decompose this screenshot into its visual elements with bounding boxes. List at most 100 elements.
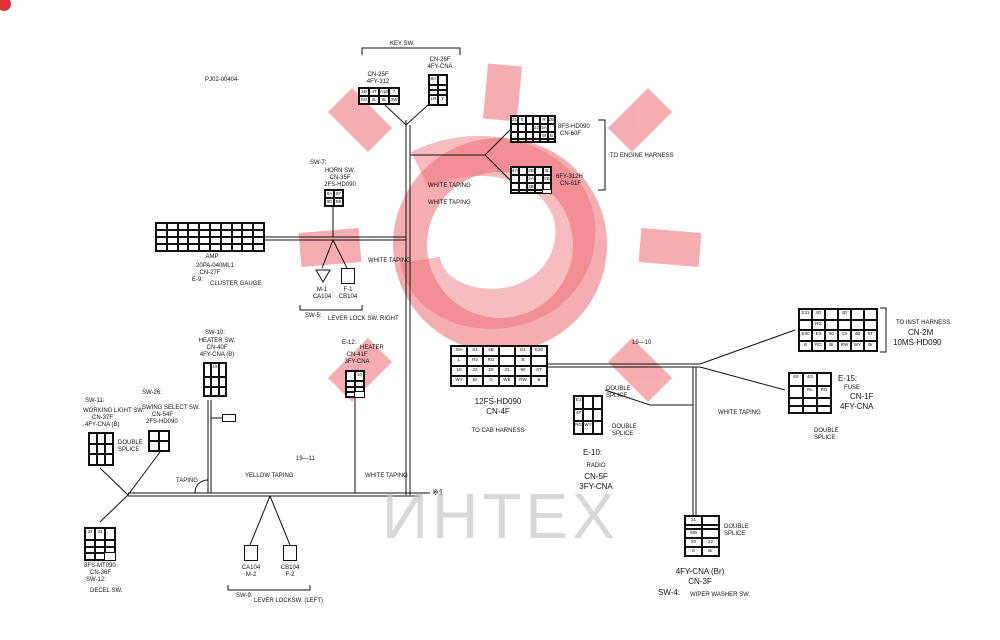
pin-cell	[499, 356, 515, 366]
label-sw9: SW-9:	[236, 593, 253, 599]
label-cn36f-type: 8FS-MT090	[84, 563, 116, 569]
pin-cell	[199, 237, 210, 244]
pin-cell	[851, 319, 864, 330]
pin-cell	[519, 174, 527, 183]
pin-cell: R2	[467, 356, 483, 366]
pin-cell	[535, 182, 543, 191]
pin-cell	[543, 182, 551, 191]
pin-cell	[346, 371, 355, 382]
pin-cell: RG	[483, 356, 499, 366]
label-cn41f-type: 3FY-CNA	[344, 359, 370, 365]
pin-cell	[511, 139, 519, 142]
label-to-cab: TO CAB HARNESS	[471, 428, 525, 434]
pin-cell	[533, 131, 541, 140]
label-cn4f-type: 12FS-HD090	[474, 397, 522, 406]
label-double-splice-3b: SPLICE	[612, 431, 634, 437]
label-e9: E-9:	[192, 277, 204, 283]
engine-fork	[484, 129, 511, 181]
pin-cell	[525, 131, 533, 140]
pin-cell	[592, 421, 602, 434]
pin-cell: 6T	[864, 330, 877, 341]
pin-cell	[535, 174, 543, 183]
connector-f2	[283, 545, 297, 561]
pin-cell: E1	[515, 346, 531, 356]
pin-cell: 3W	[389, 96, 399, 104]
pin-cell	[188, 237, 200, 244]
pin-cell: 3L	[369, 96, 379, 104]
pin-cell: Br	[702, 547, 719, 556]
pin-cell	[218, 377, 226, 387]
label-cn25f-type: 4FY-312	[366, 79, 390, 85]
pin-cell	[105, 454, 113, 465]
label-decel-sw: DECEL SW.	[90, 588, 123, 594]
label-cn5f-type: 3FY-CNA	[579, 482, 613, 491]
pin-cell: E31	[799, 309, 812, 320]
pin-cell	[166, 230, 178, 237]
label-cn40f-type: 4FY-CNA (B)	[199, 352, 235, 358]
pin-cell: 3L	[543, 167, 551, 175]
pin-cell	[220, 237, 232, 244]
pin-cell	[253, 237, 264, 244]
label-cn41f: CN-41F	[346, 352, 368, 358]
label-f1: F-1	[343, 287, 353, 293]
inst-bracket	[880, 307, 887, 353]
label-cn5f: CN-5F	[584, 472, 608, 481]
pin-cell	[177, 230, 189, 237]
pin-cell	[825, 309, 838, 320]
pin-cell	[188, 223, 200, 230]
pin-cell	[817, 373, 831, 386]
pin-cell	[210, 223, 221, 230]
connector-cn54f	[148, 430, 170, 452]
pin-cell	[242, 237, 254, 244]
label-cn4f: CN-4F	[486, 407, 510, 416]
pin-cell	[511, 174, 519, 183]
pin-cell	[177, 244, 189, 251]
pin-cell	[177, 223, 189, 230]
pin-cell	[535, 190, 543, 193]
label-cn60f: CN-60F	[560, 131, 582, 137]
label-cb104: CB104	[338, 294, 358, 300]
label-m2: M-2	[245, 572, 257, 578]
pin-cell: Y	[438, 95, 447, 105]
pin-cell	[511, 123, 519, 132]
pin-cell: RG	[574, 421, 584, 434]
label-taping: TAPING	[176, 478, 198, 484]
label-cn25f: CN-25F	[367, 72, 389, 78]
pin-cell	[518, 131, 526, 140]
pin-cell	[511, 182, 519, 191]
label-double-splice-2b: SPLICE	[606, 393, 628, 399]
pin-cell	[105, 528, 115, 540]
pin-cell: 8A	[429, 75, 438, 85]
label-sw11: SW-11:	[85, 398, 105, 404]
pin-cell: LR	[429, 95, 438, 105]
pin-cell: RG	[812, 319, 825, 330]
pin-cell: A18	[379, 88, 389, 96]
pin-cell: 22	[533, 123, 541, 132]
pin-cell: 22	[467, 366, 483, 376]
label-cn61f: CN-61F	[560, 181, 582, 187]
pin-cell	[533, 139, 541, 142]
pin-cell: 43	[95, 528, 105, 540]
pin-cell	[149, 431, 159, 441]
pin-cell: 8A	[325, 190, 334, 198]
connector-cn37f	[88, 432, 114, 466]
label-white-taping-1: WHITE TAPING	[428, 183, 471, 189]
pin-cell	[511, 131, 519, 140]
label-double-splice-5: DOUBLE	[724, 524, 749, 530]
label-double-splice-2: DOUBLE	[606, 386, 631, 392]
connector-m2	[244, 545, 258, 561]
pin-cell: RW	[838, 340, 851, 351]
pin-cell	[199, 230, 210, 237]
pin-cell: 90	[825, 330, 838, 341]
pin-cell	[547, 123, 555, 132]
lever-left-bracket	[227, 585, 311, 591]
pin-cell: WY	[451, 376, 467, 386]
label-double-splice-3: DOUBLE	[612, 424, 637, 430]
pin-cell	[231, 230, 243, 237]
taping-curve	[194, 479, 209, 494]
pin-cell	[531, 356, 547, 366]
pin-cell	[789, 405, 803, 413]
